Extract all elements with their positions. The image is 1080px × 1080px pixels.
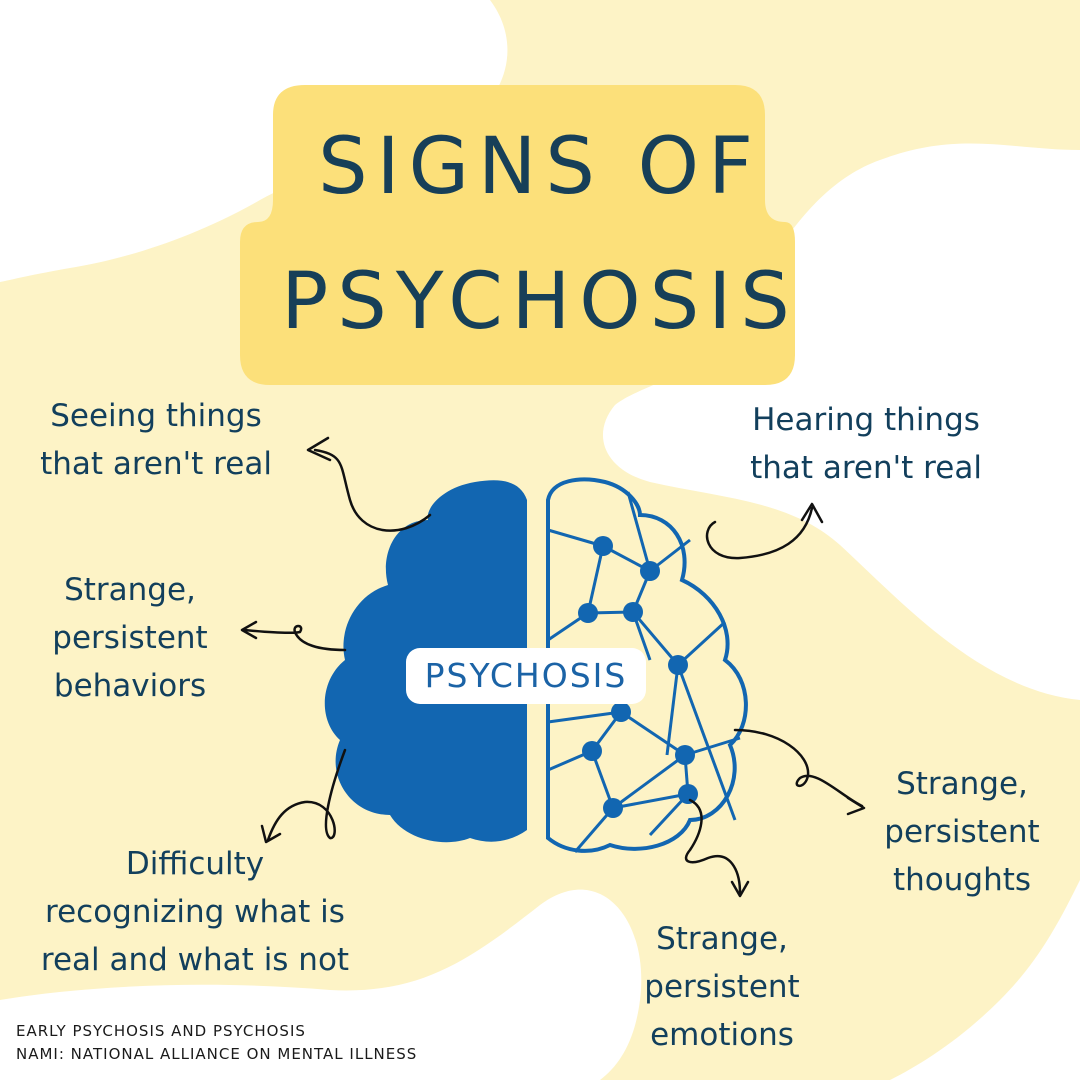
sign-emotions-line1: Strange, — [656, 921, 788, 957]
brain-right-hemisphere — [546, 477, 748, 853]
sign-seeing-line1: Seeing things — [50, 398, 262, 434]
arrowhead-seeing — [306, 436, 332, 462]
brain-nodes — [578, 536, 698, 818]
sign-hearing-line2: that aren't real — [750, 450, 982, 486]
arrow-seeing — [313, 448, 432, 532]
sign-reality-line1: Difficulty — [125, 846, 265, 882]
arrowhead-behaviors — [240, 620, 258, 640]
arrowhead-thoughts — [846, 796, 866, 816]
right-white-blob — [602, 143, 1080, 701]
brain-label: PSYCHOSIS — [406, 648, 646, 704]
arrow-thoughts — [733, 728, 864, 808]
sign-hearing: Hearing things that aren't real — [720, 396, 1012, 492]
sign-reality-line2: recognizing what is — [45, 894, 345, 930]
title-line-1: SIGNS OF — [318, 122, 762, 212]
arrow-behaviors — [242, 624, 347, 652]
sign-emotions: Strange, persistent emotions — [612, 915, 832, 1059]
source-line-2: NAMI: NATIONAL ALLIANCE ON MENTAL ILLNES… — [16, 1045, 418, 1063]
title-plate — [240, 85, 795, 385]
top-left-white-blob — [0, 0, 508, 282]
sign-thoughts-line3: thoughts — [892, 862, 1032, 898]
sign-behaviors: Strange, persistent behaviors — [20, 566, 240, 710]
arrowhead-emotions — [730, 880, 750, 898]
arrowhead-reality — [260, 824, 282, 844]
bottom-left-white-blob — [0, 889, 642, 1080]
arrow-hearing — [705, 506, 814, 560]
arrowhead-hearing — [800, 502, 824, 524]
sign-thoughts-line2: persistent — [884, 814, 1040, 850]
sign-behaviors-line1: Strange, — [64, 572, 196, 608]
arrow-reality — [266, 748, 347, 842]
sign-behaviors-line2: persistent — [52, 620, 208, 656]
sign-reality: Difficulty recognizing what is real and … — [10, 840, 380, 984]
sign-emotions-line3: emotions — [650, 1017, 794, 1053]
arrow-emotions — [684, 798, 742, 895]
sign-reality-line3: real and what is not — [40, 942, 350, 978]
sign-emotions-line2: persistent — [644, 969, 800, 1005]
sign-seeing: Seeing things that aren't real — [10, 392, 302, 488]
sign-hearing-line1: Hearing things — [752, 402, 980, 438]
sign-thoughts: Strange, persistent thoughts — [852, 760, 1072, 904]
sign-thoughts-line1: Strange, — [896, 766, 1028, 802]
bottom-right-white-blob — [890, 880, 1080, 1080]
title-line-2: PSYCHOSIS — [281, 257, 799, 347]
sign-seeing-line2: that aren't real — [40, 446, 272, 482]
sign-behaviors-line3: behaviors — [53, 668, 207, 704]
source-line-1: EARLY PSYCHOSIS AND PSYCHOSIS — [16, 1022, 306, 1040]
